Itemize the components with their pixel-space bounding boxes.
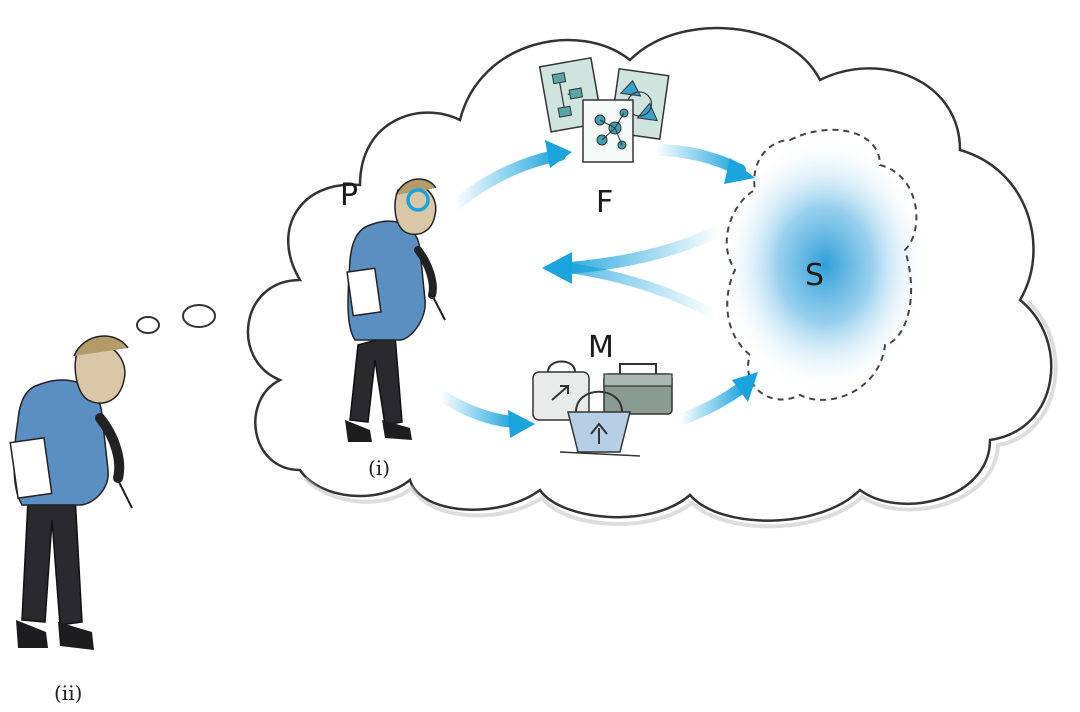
arrow-f-to-s <box>649 144 755 184</box>
situation-blob <box>720 128 930 401</box>
label-s: S <box>805 258 824 293</box>
inner-person-figure <box>345 178 446 442</box>
arrow-p-to-f <box>449 140 572 211</box>
caption-ii: (ii) <box>54 681 82 705</box>
methods-tools-icon <box>532 360 673 457</box>
arrow-m-to-s <box>674 372 758 426</box>
label-f: F <box>596 185 613 220</box>
arrow-s-to-p <box>542 224 726 320</box>
thought-bubble-small <box>136 316 160 334</box>
refresh-icon <box>406 188 430 212</box>
caption-i: (i) <box>368 456 390 480</box>
thought-bubble-large <box>182 304 216 328</box>
outer-person-figure <box>9 335 133 650</box>
frameworks-sheets-icon <box>538 56 670 163</box>
label-m: M <box>588 330 614 365</box>
arrow-p-to-m <box>434 389 535 438</box>
label-p: P <box>340 178 358 213</box>
